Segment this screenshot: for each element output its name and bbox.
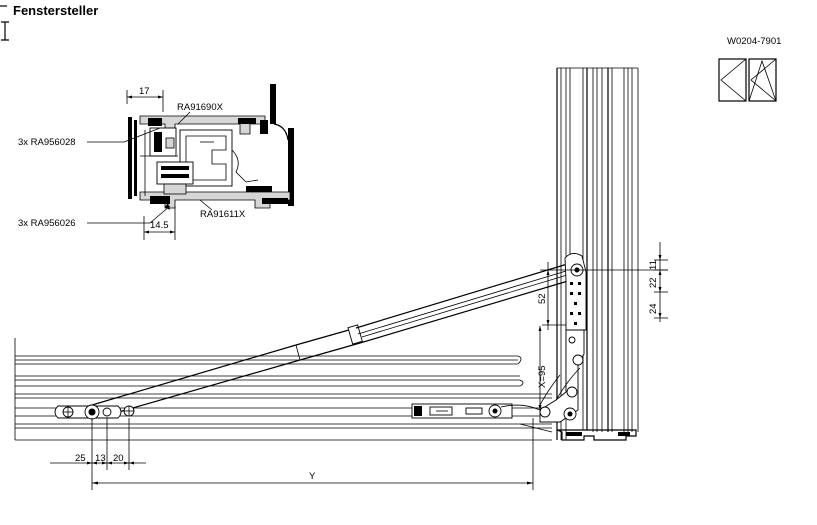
dim-25: 25 <box>75 453 86 464</box>
dim-11: 11 <box>648 260 659 270</box>
dim-x-95: X=95 <box>537 366 548 388</box>
dim-13: 13 <box>95 453 106 464</box>
dim-24: 24 <box>648 303 659 314</box>
i-beam-icon <box>1 21 9 41</box>
opening-symbol-icon <box>718 58 777 102</box>
dim-22: 22 <box>648 277 659 288</box>
dim-52: 52 <box>537 293 548 304</box>
drawing-number: W0204-7901 <box>727 36 781 47</box>
callout-top: 3x RA956028 <box>18 137 76 148</box>
vertical-dimensions: 52 X=95 11 22 24 <box>537 242 668 410</box>
callout-bottom: 3x RA956026 <box>18 218 76 229</box>
jamb-profile <box>556 67 639 441</box>
window-stay-arm <box>54 253 587 423</box>
title-block: Fenstersteller W0204-7901 <box>0 3 781 47</box>
bottom-dimensions: 25 13 20 Y <box>50 418 534 490</box>
drawing-title: Fenstersteller <box>13 3 98 18</box>
dim-17: 17 <box>139 86 150 97</box>
dim-20: 20 <box>113 453 124 464</box>
profile-label-top: RA91690X <box>177 102 224 113</box>
profile-section: 17 RA91690X RA91611X <box>18 84 294 240</box>
dim-y: Y <box>309 471 316 482</box>
sill-profile <box>14 338 553 441</box>
dim-14-5: 14.5 <box>150 220 169 231</box>
profile-label-bottom: RA91611X <box>200 209 246 220</box>
